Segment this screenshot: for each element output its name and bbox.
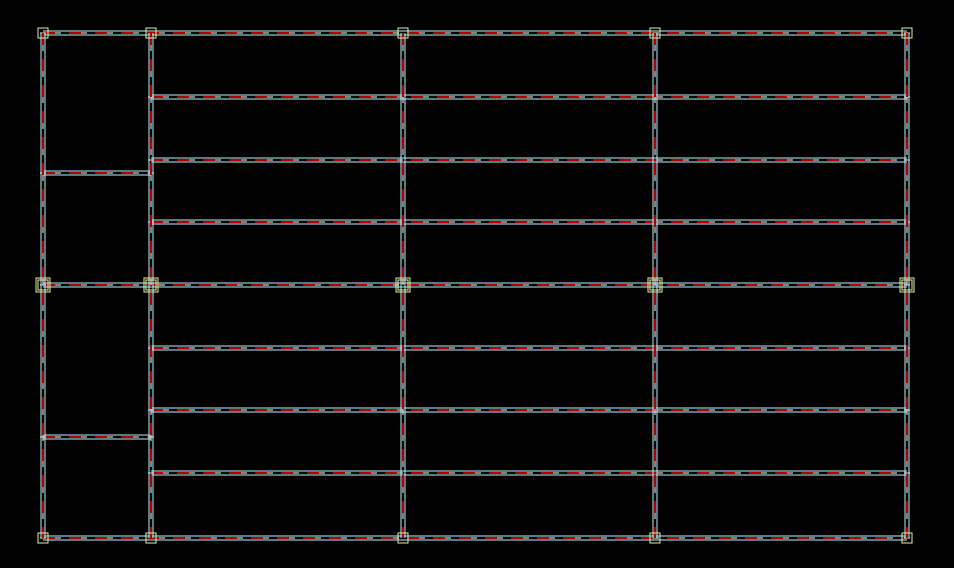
column-outline <box>397 532 409 544</box>
girder-col-3 <box>400 33 406 538</box>
column-inner-outline <box>145 279 157 291</box>
column-5-2 <box>899 277 915 293</box>
columns-layer <box>35 27 915 544</box>
column-1-2 <box>35 277 51 293</box>
column-outline <box>145 532 157 544</box>
column-inner-outline <box>901 279 913 291</box>
column-outline <box>901 532 913 544</box>
column-inner-outline <box>397 279 409 291</box>
column-outline <box>37 27 49 39</box>
column-outline <box>397 27 409 39</box>
column-outline <box>145 27 157 39</box>
column-outline <box>649 532 661 544</box>
column-1-3 <box>37 532 49 544</box>
column-5-1 <box>901 27 913 39</box>
column-outline <box>143 277 159 293</box>
column-5-3 <box>901 532 913 544</box>
column-inner-outline <box>649 279 661 291</box>
column-outline <box>35 277 51 293</box>
column-4-2 <box>647 277 663 293</box>
column-2-3 <box>145 532 157 544</box>
column-outline <box>649 27 661 39</box>
girder-col-4 <box>652 33 658 538</box>
column-2-2 <box>143 277 159 293</box>
joist-left-1 <box>40 170 154 176</box>
column-3-3 <box>397 532 409 544</box>
column-4-1 <box>649 27 661 39</box>
column-outline <box>901 27 913 39</box>
column-3-1 <box>397 27 409 39</box>
column-outline <box>395 277 411 293</box>
column-1-1 <box>37 27 49 39</box>
column-3-2 <box>395 277 411 293</box>
beams-layer <box>40 30 910 541</box>
column-outline <box>647 277 663 293</box>
column-2-1 <box>145 27 157 39</box>
girder-col-5 <box>904 33 910 538</box>
column-outline <box>899 277 915 293</box>
column-4-3 <box>649 532 661 544</box>
girder-col-1 <box>40 33 46 538</box>
column-inner-outline <box>37 279 49 291</box>
girder-col-2 <box>148 33 154 538</box>
column-outline <box>37 532 49 544</box>
